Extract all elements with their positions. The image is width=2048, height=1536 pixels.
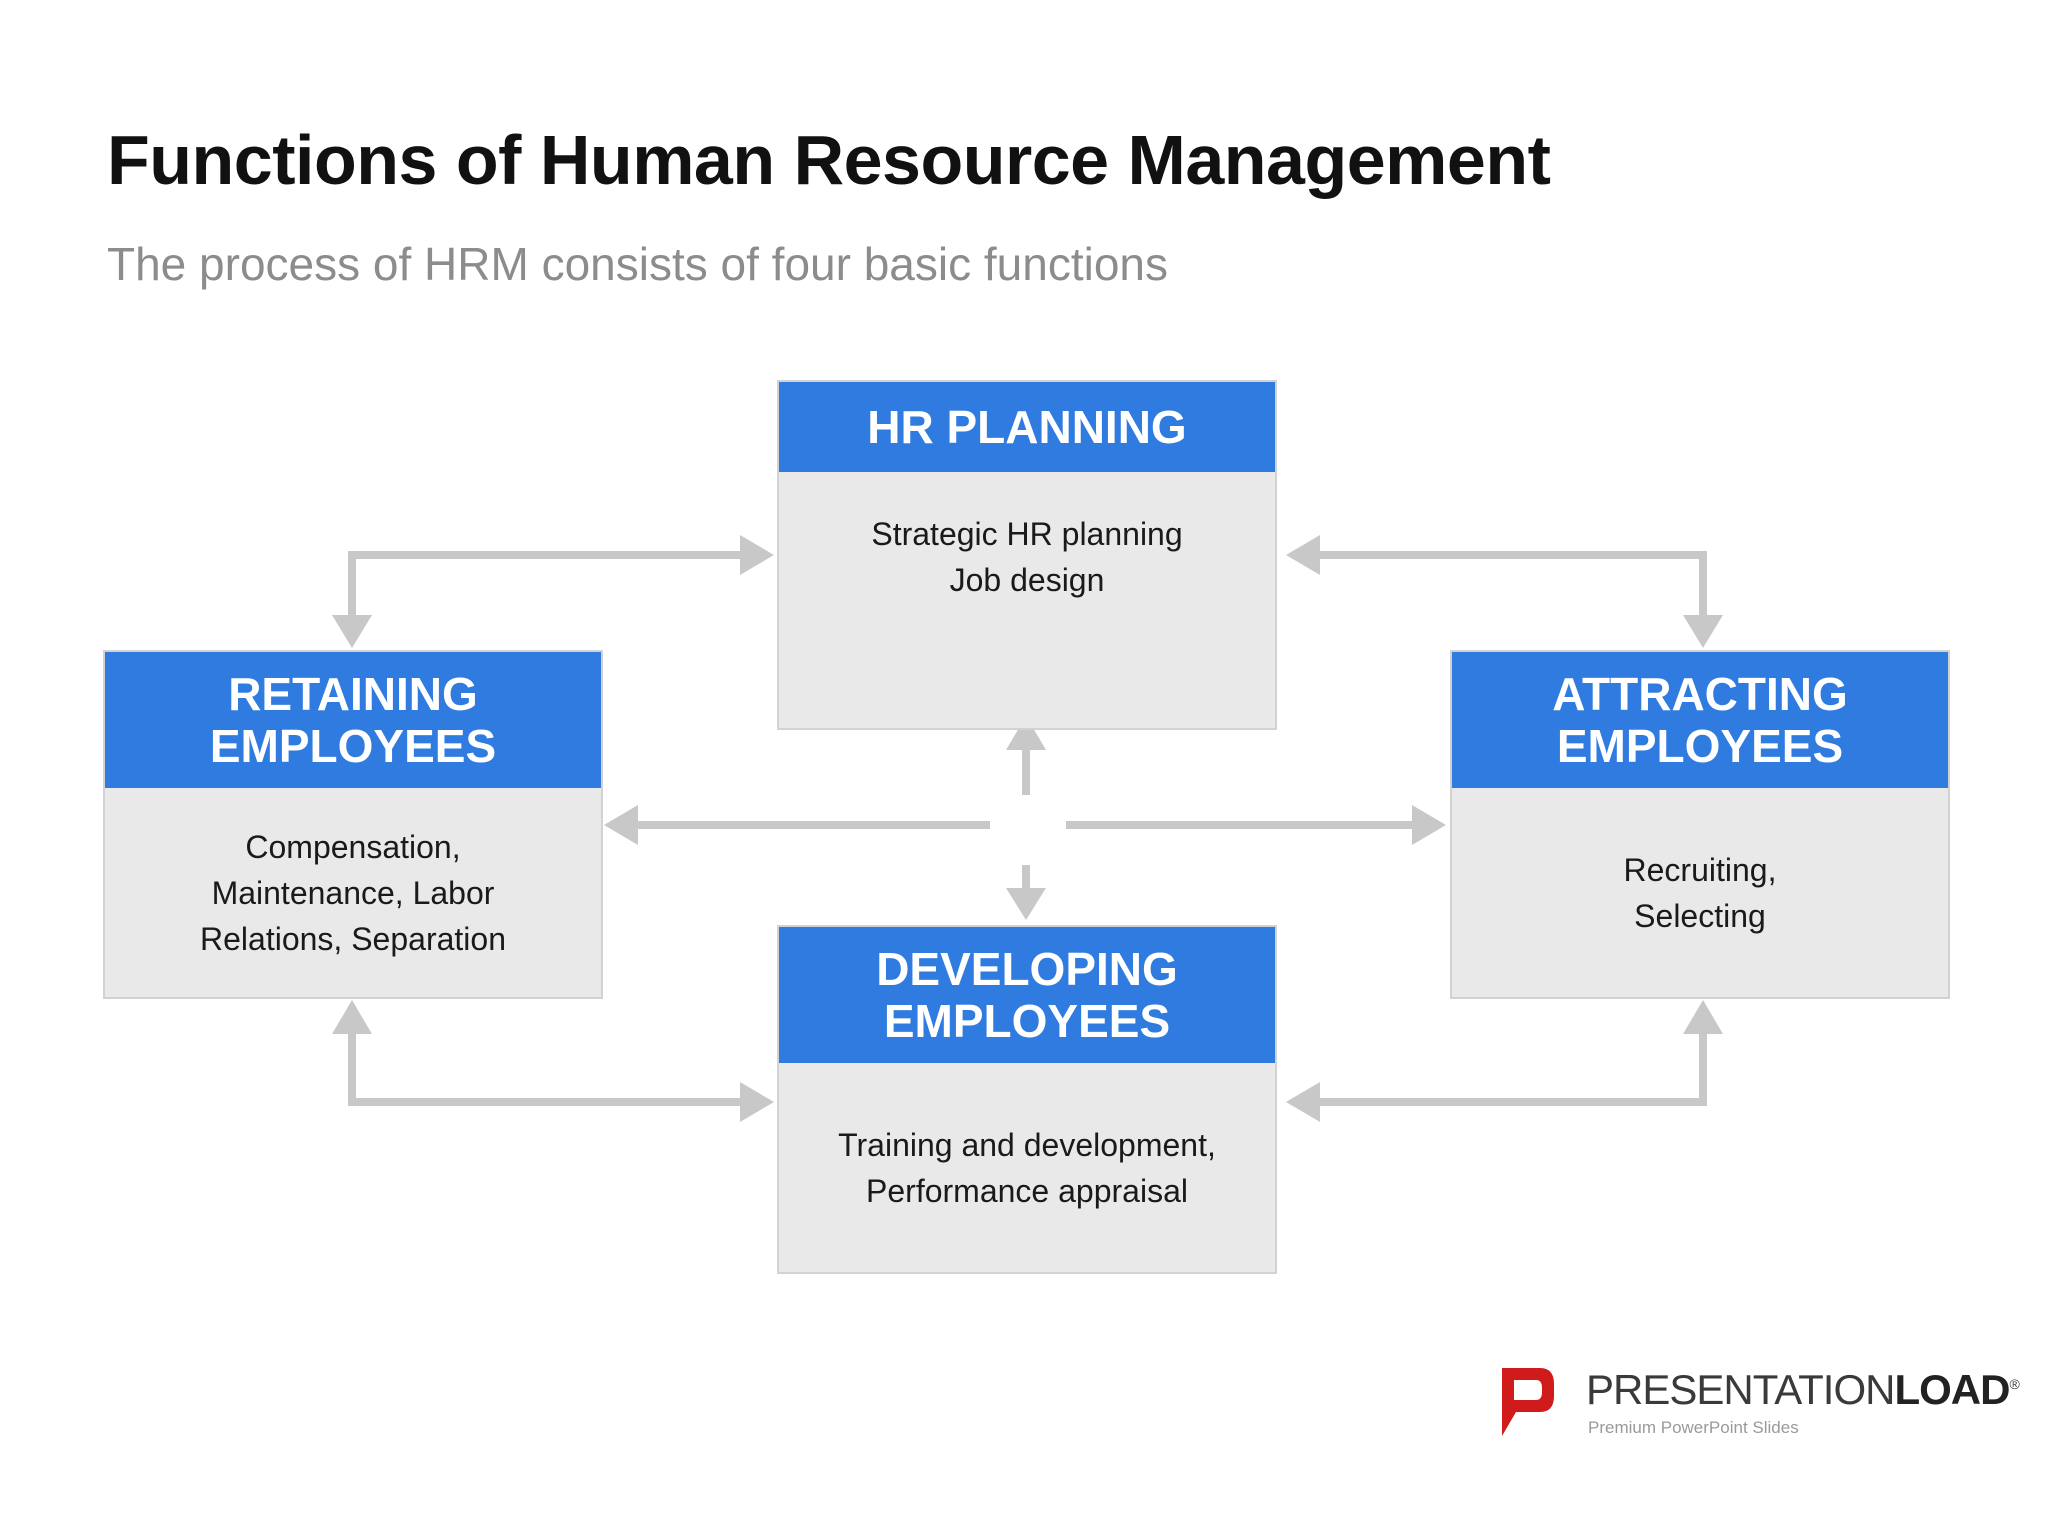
retaining-employees-header: RETAINING EMPLOYEES (105, 652, 601, 788)
retaining-employees-box: RETAINING EMPLOYEES Compensation, Mainte… (103, 650, 603, 999)
attracting-line: Selecting (1634, 897, 1766, 934)
hr-planning-line: Strategic HR planning (871, 516, 1183, 552)
attracting-employees-body: Recruiting, Selecting (1452, 788, 1948, 997)
logo-wordmark-part1: PRESENTATION (1586, 1366, 1895, 1413)
hr-planning-title: HR PLANNING (867, 401, 1187, 453)
developing-title-line: DEVELOPING (876, 943, 1178, 995)
developing-title-line: EMPLOYEES (883, 995, 1171, 1047)
retaining-title-line: RETAINING (228, 668, 478, 720)
retaining-line: Maintenance, Labor (211, 874, 495, 911)
slide-subtitle: The process of HRM consists of four basi… (107, 238, 1168, 290)
presentationload-logo: PRESENTATIONLOAD® Premium PowerPoint Sli… (1494, 1362, 2020, 1442)
attracting-title-line: EMPLOYEES (1556, 720, 1844, 772)
retaining-title-line: EMPLOYEES (209, 720, 497, 772)
developing-employees-header: DEVELOPING EMPLOYEES (779, 927, 1275, 1063)
developing-line: Training and development, (838, 1126, 1216, 1163)
logo-wordmark-part2: LOAD (1894, 1366, 2010, 1413)
attracting-line: Recruiting, (1623, 851, 1777, 888)
logo-registered-mark: ® (2009, 1376, 2019, 1392)
presentationload-logo-icon (1500, 1368, 1554, 1436)
logo-tagline: Premium PowerPoint Slides (1588, 1418, 1799, 1437)
hr-planning-box: HR PLANNING Strategic HR planning Job de… (777, 380, 1277, 730)
retaining-line: Compensation, (245, 828, 461, 865)
attracting-title-line: ATTRACTING (1552, 668, 1848, 720)
slide-title: Functions of Human Resource Management (107, 121, 1551, 199)
retaining-employees-body: Compensation, Maintenance, Labor Relatio… (105, 788, 601, 997)
logo-wordmark: PRESENTATIONLOAD® (1586, 1366, 2020, 1414)
hr-planning-body: Strategic HR planning Job design (779, 472, 1275, 642)
attracting-employees-box: ATTRACTING EMPLOYEES Recruiting, Selecti… (1450, 650, 1950, 999)
hr-planning-header: HR PLANNING (779, 382, 1275, 472)
attracting-employees-header: ATTRACTING EMPLOYEES (1452, 652, 1948, 788)
developing-employees-box: DEVELOPING EMPLOYEES Training and develo… (777, 925, 1277, 1274)
retaining-line: Relations, Separation (200, 920, 506, 957)
hr-planning-line: Job design (949, 562, 1105, 598)
developing-line: Performance appraisal (866, 1172, 1188, 1209)
developing-employees-body: Training and development, Performance ap… (779, 1063, 1275, 1272)
